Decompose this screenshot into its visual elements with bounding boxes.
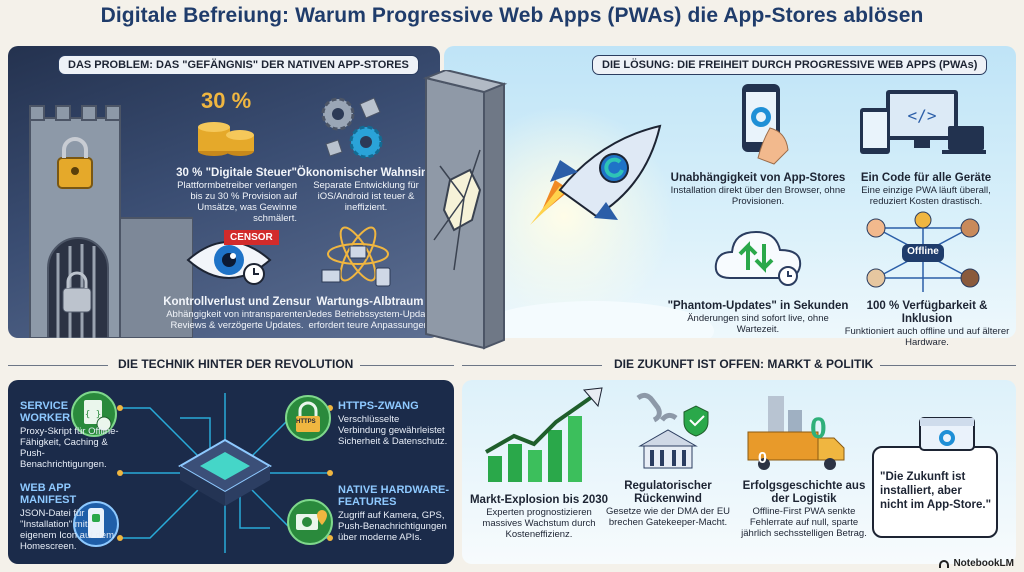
tech-item-https: HTTPS-ZWANG Verschlüsselte Verbindung ge… xyxy=(338,400,448,447)
phone-browser-icon xyxy=(742,84,789,165)
eye-icon xyxy=(186,241,272,285)
future-item-regulation-title: Regulatorischer Rückenwind xyxy=(624,480,712,505)
problem-heading: DAS PROBLEM: DAS "GEFÄNGNIS" DER NATIVEN… xyxy=(58,55,419,75)
notebooklm-logo-icon xyxy=(939,559,950,568)
tech-item-service-worker: SERVICE WORKER Proxy-Skript für Offline-… xyxy=(20,400,120,470)
future-item-market-desc: Experten prognostizieren massives Wachst… xyxy=(482,507,596,540)
truck-label: 0 xyxy=(758,450,767,467)
solution-item-availability-title: 100 % Verfügbarkeit & Inklusion xyxy=(866,300,988,325)
problem-item-economic: Ökonomischer Wahnsinn Separate Entwicklu… xyxy=(296,167,436,213)
future-heading: DIE ZUKUNFT IST OFFEN: MARKT & POLITIK xyxy=(614,357,874,371)
tech-item-manifest-title: WEB APP MANIFEST xyxy=(20,482,77,506)
tech-item-manifest-desc: JSON-Datei für "Installation" mit eigene… xyxy=(20,508,115,552)
quote-bubble xyxy=(872,446,998,538)
problem-item-economic-title: Ökonomischer Wahnsinn xyxy=(296,167,436,179)
problem-item-maintenance: Wartungs-Albtraum Jedes Betriebssystem-U… xyxy=(300,296,440,331)
tech-item-https-title: HTTPS-ZWANG xyxy=(338,400,419,412)
zero-error-figure: 0 xyxy=(810,412,827,445)
solution-item-independence: Unabhängigkeit von App-Stores Installati… xyxy=(668,172,848,207)
commission-percent: 30 % xyxy=(201,88,252,113)
solution-item-updates: "Phantom-Updates" in Sekunden Änderungen… xyxy=(666,300,850,335)
divider-right-b xyxy=(880,365,1016,366)
problem-item-tax-title: 30 % "Digitale Steuer" xyxy=(176,167,297,179)
tech-item-hardware-title: NATIVE HARDWARE-FEATURES xyxy=(338,484,450,508)
problem-item-tax-desc: Plattformbetreiber verlangen bis zu 30 %… xyxy=(177,180,297,224)
network-people-icon xyxy=(866,211,980,292)
problem-item-control-title: Kontrollverlust und Zensur xyxy=(163,296,311,308)
multi-device-icon: </> xyxy=(860,90,986,154)
notebooklm-brand: NotebookLM xyxy=(939,558,1014,569)
tech-item-manifest: WEB APP MANIFEST JSON-Datei für "Install… xyxy=(20,482,122,552)
divider-right-a xyxy=(462,365,602,366)
growth-chart-icon xyxy=(485,387,603,482)
solution-item-independence-desc: Installation direkt über den Browser, oh… xyxy=(670,185,846,207)
solution-item-updates-title: "Phantom-Updates" in Sekunden xyxy=(667,300,849,312)
solution-item-updates-desc: Änderungen sind sofort live, ohne Wartez… xyxy=(687,313,829,335)
tech-heading: DIE TECHNIK HINTER DER REVOLUTION xyxy=(118,357,354,371)
divider-left-b xyxy=(360,365,454,366)
future-item-market-title: Markt-Explosion bis 2030 xyxy=(469,494,609,506)
gears-icon xyxy=(321,97,383,159)
tech-item-hardware: NATIVE HARDWARE-FEATURES Zugriff auf Kam… xyxy=(338,484,450,543)
quote-text: "Die Zukunft ist installiert, aber nicht… xyxy=(880,471,992,511)
solution-item-availability: 100 % Verfügbarkeit & Inklusion Funktion… xyxy=(840,300,1014,348)
problem-item-maintenance-title: Wartungs-Albtraum xyxy=(316,296,424,308)
brand-label: NotebookLM xyxy=(953,558,1014,569)
browser-window-icon xyxy=(919,417,975,451)
page-title: Digitale Befreiung: Warum Progressive We… xyxy=(100,4,924,27)
future-item-market: Markt-Explosion bis 2030 Experten progno… xyxy=(466,494,612,540)
service-worker-icon: { } xyxy=(71,391,117,437)
cloud-update-icon xyxy=(714,230,802,286)
divider-left-a xyxy=(8,365,108,366)
future-item-regulation-desc: Gesetze wie der DMA der EU brechen Gatek… xyxy=(605,506,731,528)
coins-icon xyxy=(198,122,254,156)
offline-label: Offline xyxy=(907,246,939,257)
castle-illustration xyxy=(29,105,193,338)
devices-atom-icon xyxy=(321,226,391,287)
solution-item-onecode-desc: Eine einzige PWA läuft überall, reduzier… xyxy=(861,185,991,207)
https-badge: HTTPS xyxy=(296,419,316,425)
problem-item-economic-desc: Separate Entwicklung für iOS/Android ist… xyxy=(313,180,419,213)
solution-item-onecode: Ein Code für alle Geräte Eine einzige PW… xyxy=(846,172,1006,207)
future-item-logistics-title: Erfolgsgeschichte aus der Logistik xyxy=(742,480,866,505)
future-item-logistics: Erfolgsgeschichte aus der Logistik Offli… xyxy=(736,480,872,539)
broken-wall-illustration xyxy=(422,70,508,350)
tech-item-service-worker-title: SERVICE WORKER xyxy=(20,400,71,424)
chip-circuit-illustration xyxy=(117,393,333,553)
solution-item-availability-desc: Funktioniert auch offline und auf ältere… xyxy=(844,326,1010,348)
logistics-truck-icon xyxy=(747,396,845,470)
problem-item-control: Kontrollverlust und Zensur Abhängigkeit … xyxy=(158,296,316,331)
tech-item-https-desc: Verschlüsselte Verbindung gewährleistet … xyxy=(338,414,448,447)
svg-text:</>: </> xyxy=(908,106,937,125)
solution-item-onecode-title: Ein Code für alle Geräte xyxy=(860,172,992,184)
solution-item-independence-title: Unabhängigkeit von App-Stores xyxy=(670,172,846,184)
svg-text:{ }: { } xyxy=(85,410,101,420)
future-item-logistics-desc: Offline-First PWA senkte Fehlerrate auf … xyxy=(741,506,867,539)
problem-item-tax: 30 % "Digitale Steuer" Plattformbetreibe… xyxy=(175,167,297,224)
future-item-regulation: Regulatorischer Rückenwind Gesetze wie d… xyxy=(604,480,732,528)
hardware-camera-icon xyxy=(287,499,333,545)
tech-item-hardware-desc: Zugriff auf Kamera, GPS, Push-Benachrich… xyxy=(338,510,447,543)
problem-item-maintenance-desc: Jedes Betriebssystem-Update erfordert te… xyxy=(306,309,434,331)
rocket-icon xyxy=(530,124,662,225)
manifest-phone-icon xyxy=(73,501,119,547)
tech-item-service-worker-desc: Proxy-Skript für Offline-Fähigkeit, Cach… xyxy=(20,426,119,470)
https-lock-icon xyxy=(285,395,331,441)
solution-heading: DIE LÖSUNG: DIE FREIHEIT DURCH PROGRESSI… xyxy=(592,55,988,75)
censor-label: CENSOR xyxy=(224,230,279,245)
government-chain-icon xyxy=(636,392,709,469)
problem-item-control-desc: Abhängigkeit von intransparenten Reviews… xyxy=(166,309,308,331)
